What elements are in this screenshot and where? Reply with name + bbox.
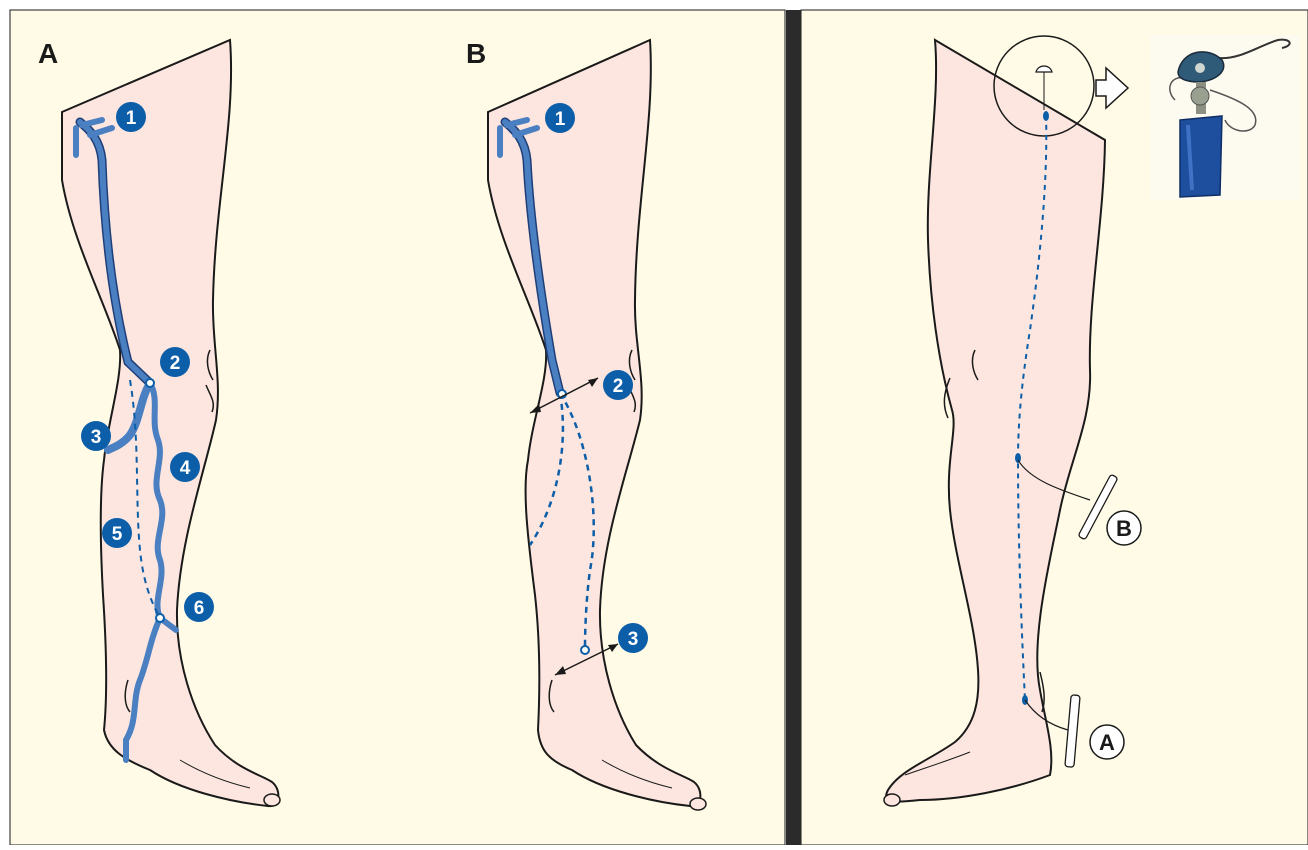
marker-a-2-text: 2 bbox=[170, 353, 181, 374]
clip-a-label: A bbox=[1099, 730, 1115, 755]
marker-a-3: 3 bbox=[81, 421, 111, 451]
stripper-device-photo bbox=[1150, 35, 1300, 200]
marker-b-1-text: 1 bbox=[555, 109, 566, 130]
marker-a-3-text: 3 bbox=[91, 427, 102, 448]
marker-a-6: 6 bbox=[184, 592, 214, 622]
marker-b-2: 2 bbox=[603, 370, 633, 400]
leg-c-vein-end-mid bbox=[1015, 453, 1021, 463]
marker-b-3: 3 bbox=[618, 623, 648, 653]
marker-b-1: 1 bbox=[545, 103, 575, 133]
panel-divider bbox=[786, 10, 801, 845]
marker-b-3-text: 3 bbox=[628, 629, 639, 650]
leg-c-vein-end-top bbox=[1043, 111, 1049, 121]
marker-a-4-text: 4 bbox=[180, 458, 191, 479]
photo-knob bbox=[1191, 87, 1209, 105]
photo-background bbox=[1150, 35, 1300, 200]
marker-a-5: 5 bbox=[102, 518, 132, 548]
leg-b-junction-3 bbox=[581, 646, 589, 654]
marker-a-1: 1 bbox=[116, 102, 146, 132]
leg-a-junction-2 bbox=[146, 379, 154, 387]
marker-a-4: 4 bbox=[170, 452, 200, 482]
leg-c-big-toe bbox=[884, 794, 900, 806]
marker-a-1-text: 1 bbox=[126, 108, 137, 129]
panel-label-a: A bbox=[38, 38, 58, 70]
marker-a-2: 2 bbox=[160, 347, 190, 377]
clip-b-label: B bbox=[1116, 516, 1132, 541]
photo-head-eye bbox=[1195, 63, 1205, 73]
panel-label-b: B bbox=[466, 38, 486, 70]
leg-a-junction-6 bbox=[156, 614, 164, 622]
marker-b-2-text: 2 bbox=[613, 376, 624, 397]
marker-a-6-text: 6 bbox=[194, 598, 205, 619]
leg-b-big-toe bbox=[690, 798, 706, 810]
leg-a-big-toe bbox=[264, 794, 280, 806]
marker-a-5-text: 5 bbox=[112, 524, 123, 545]
